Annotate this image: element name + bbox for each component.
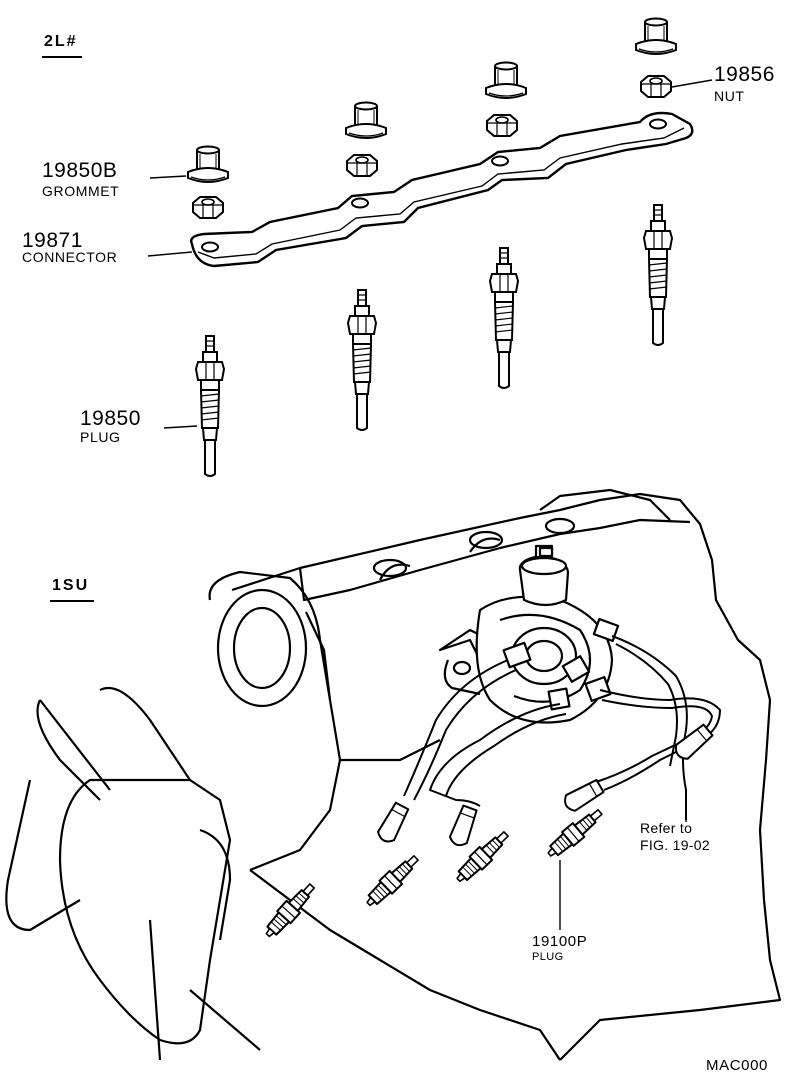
glow-plug-2: [347, 289, 377, 431]
callout-nut-number: 19856: [714, 63, 775, 86]
reference-line-1: Refer to: [640, 820, 693, 836]
section-underline-1su: [50, 600, 94, 602]
glow-plug-3: [489, 247, 519, 389]
nut-1: [192, 196, 224, 219]
distributor: [438, 544, 620, 724]
grommet-3: [485, 61, 527, 99]
callout-grommet-number: 19850B: [42, 159, 118, 182]
connector-bar: [190, 111, 694, 268]
glow-plug-4: [643, 204, 673, 346]
reference-line-2: FIG. 19-02: [640, 837, 710, 853]
cable-boot-4: [671, 722, 715, 764]
cooling-fan: [5, 686, 261, 1061]
callout-grommet-name: GROMMET: [42, 183, 120, 199]
callout-spark-plug-number: 19100P: [532, 933, 588, 950]
figure-code: MAC000: [706, 1057, 768, 1074]
spark-plug-1: [260, 878, 320, 943]
ignition-cables: [403, 635, 721, 820]
callout-nut-name: NUT: [714, 88, 745, 104]
cable-boot-1: [374, 800, 412, 846]
cable-boot-3: [560, 777, 606, 815]
glow-plug-1: [195, 335, 225, 477]
callout-connector-name: CONNECTOR: [22, 249, 118, 265]
engine-assembly: [5, 488, 782, 1061]
grommet-1: [187, 145, 229, 183]
section-title-2l: 2L#: [44, 33, 78, 50]
spark-plug-4: [542, 804, 607, 863]
grommet-2: [345, 101, 387, 139]
grommet-4: [635, 17, 677, 55]
glow-plug-assembly: [147, 17, 713, 477]
cable-boot-2: [447, 803, 480, 849]
spark-plug-2: [361, 850, 424, 912]
nut-4: [640, 75, 672, 98]
nut-3: [486, 114, 518, 137]
section-underline-2l: [42, 56, 82, 58]
callout-connector-number: 19871: [22, 229, 83, 252]
section-title-1su: 1SU: [52, 577, 90, 594]
nut-2: [346, 154, 378, 177]
callout-spark-plug-name: PLUG: [532, 951, 564, 963]
callout-glow-plug-number: 19850: [80, 407, 141, 430]
callout-glow-plug-name: PLUG: [80, 429, 121, 445]
